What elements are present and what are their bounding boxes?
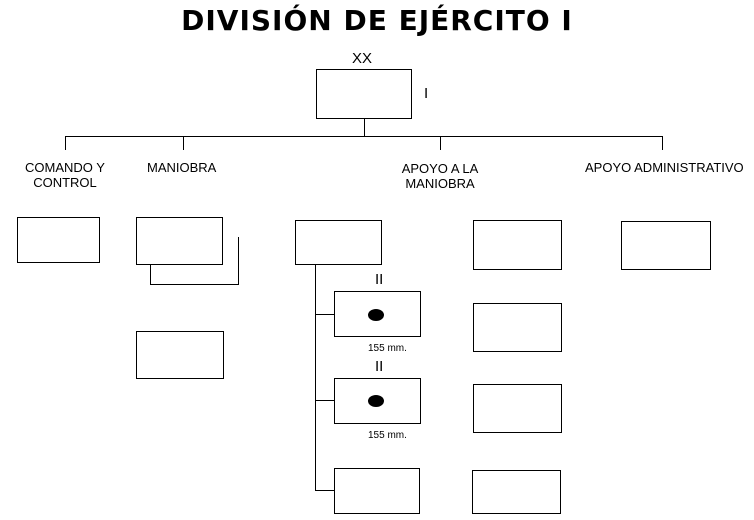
maneuver-support-box-4	[472, 470, 561, 514]
drop-admin-support	[662, 136, 663, 150]
top-unit-designation: I	[424, 85, 429, 102]
artillery-3-connector	[315, 490, 335, 491]
admin-support-box	[621, 221, 711, 270]
top-unit-echelon: XX	[352, 50, 373, 67]
artillery-3-box	[334, 468, 420, 514]
branch-label-maneuver: MANIOBRA	[147, 160, 217, 175]
maneuver-unit-box	[136, 331, 224, 379]
maneuver-support-box-2	[473, 303, 562, 352]
top-unit-stem	[364, 119, 365, 137]
drop-maneuver	[183, 136, 184, 150]
maneuver-support-box-1	[473, 220, 562, 270]
artillery-2-connector	[315, 400, 335, 401]
branch-label-command: COMANDO Y CONTROL	[25, 160, 105, 190]
artillery-trunk-line	[315, 265, 316, 491]
artillery-2-symbol-icon	[368, 395, 384, 407]
artillery-1-caliber: 155 mm.	[368, 343, 407, 354]
drop-maneuver-support	[440, 136, 441, 150]
artillery-hq-box	[295, 220, 382, 265]
branch-bus-line	[65, 136, 663, 137]
command-unit-box	[17, 217, 100, 263]
artillery-1-symbol-icon	[368, 309, 384, 321]
drop-command	[65, 136, 66, 150]
artillery-2-caliber: 155 mm.	[368, 430, 407, 441]
maneuver-stack-front-box	[136, 217, 223, 265]
branch-label-admin-support: APOYO ADMINISTRATIVO	[585, 160, 744, 175]
maneuver-support-box-3	[473, 384, 562, 433]
diagram-title: DIVISIÓN DE EJÉRCITO I	[181, 4, 573, 37]
artillery-2-echelon: II	[375, 358, 384, 375]
artillery-1-connector	[315, 314, 335, 315]
artillery-1-echelon: II	[375, 271, 384, 288]
top-unit-box	[316, 69, 412, 119]
branch-label-maneuver-support: APOYO A LA MANIOBRA	[401, 161, 479, 191]
